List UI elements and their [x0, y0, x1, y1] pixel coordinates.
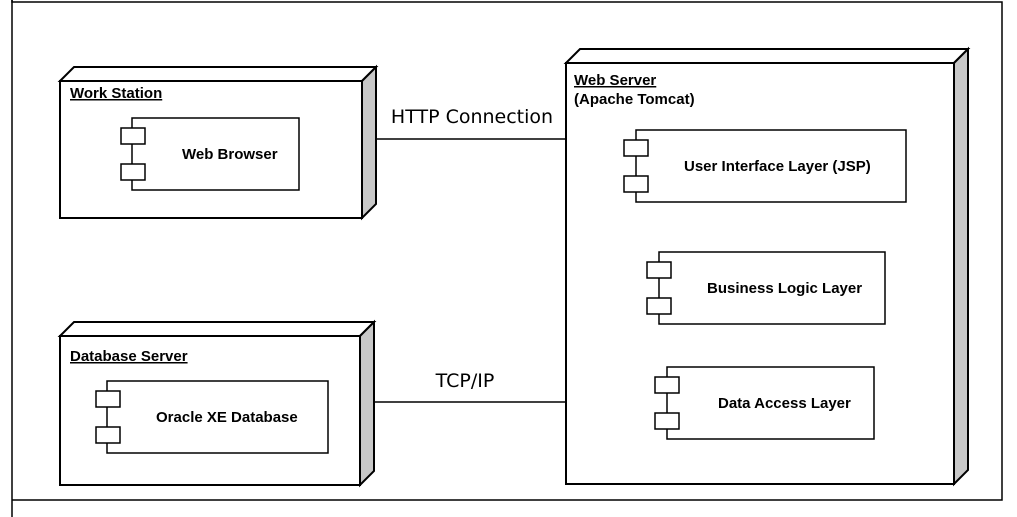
web-server-node-side: [953, 46, 969, 487]
database-node-side: [359, 319, 375, 488]
component-icon-port-bottom: [654, 412, 680, 430]
component-icon-port-top: [120, 127, 146, 145]
business-layer-label: Business Logic Layer: [707, 280, 862, 297]
ui-layer-label: User Interface Layer (JSP): [684, 158, 871, 175]
ui-layer-component: User Interface Layer (JSP): [623, 129, 907, 203]
database-node-top: [57, 321, 377, 337]
business-layer-component-box: [658, 251, 886, 325]
web-server-node: Web Server (Apache Tomcat) User Interfac…: [563, 46, 971, 487]
component-icon-port-top: [95, 390, 121, 408]
workstation-node: Work Station Web Browser: [57, 64, 379, 221]
frame-border: [11, 0, 1003, 501]
component-icon-port-top: [646, 261, 672, 279]
component-icon-port-bottom: [95, 426, 121, 444]
database-server-node: Database Server Oracle XE Database: [57, 319, 377, 488]
web-browser-label: Web Browser: [182, 146, 278, 163]
web-server-node-top: [563, 48, 971, 64]
component-icon-port-bottom: [120, 163, 146, 181]
tcp-connection-label: TCP/IP: [435, 370, 495, 392]
web-browser-component-box: [131, 117, 300, 191]
data-layer-label: Data Access Layer: [718, 395, 851, 412]
http-connection-label: HTTP Connection: [391, 106, 553, 128]
component-icon-port-top: [623, 139, 649, 157]
database-node-title: Database Server: [70, 348, 188, 365]
ui-layer-component-box: [635, 129, 907, 203]
web-server-node-title: Web Server: [574, 72, 656, 89]
workstation-node-title: Work Station: [70, 85, 162, 102]
data-layer-component-box: [666, 366, 875, 440]
tcp-connection: TCP/IP: [374, 370, 566, 403]
oracle-db-label: Oracle XE Database: [156, 409, 298, 426]
oracle-db-component: Oracle XE Database: [95, 380, 329, 454]
component-icon-port-top: [654, 376, 680, 394]
component-icon-port-bottom: [623, 175, 649, 193]
http-connection: HTTP Connection: [376, 106, 566, 140]
web-server-node-subtitle: (Apache Tomcat): [574, 91, 695, 108]
business-layer-component: Business Logic Layer: [646, 251, 886, 325]
web-browser-component: Web Browser: [120, 117, 300, 191]
workstation-node-top: [57, 66, 379, 82]
oracle-db-component-box: [106, 380, 329, 454]
component-icon-port-bottom: [646, 297, 672, 315]
workstation-node-side: [361, 64, 377, 221]
data-layer-component: Data Access Layer: [654, 366, 875, 440]
